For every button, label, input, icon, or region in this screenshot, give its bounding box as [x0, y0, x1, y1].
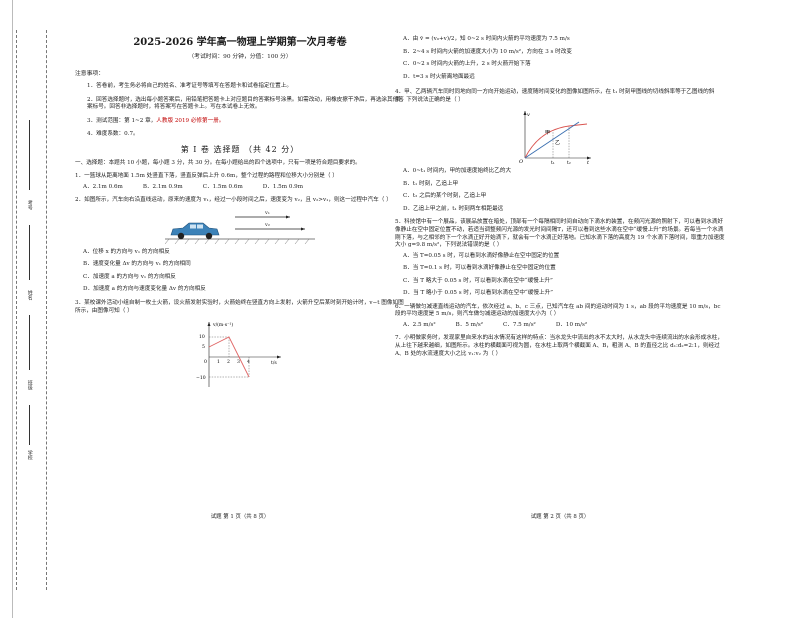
binding-blank-school	[29, 405, 30, 445]
binding-label-name: 姓名	[26, 290, 33, 300]
page-1-footer: 试题 第 1 页（共 8 页）	[210, 514, 270, 520]
question-5: 5．科技馆中有一个展品，该展品放置在暗处，顶部有一个每隔相同时间自动向下滴水的装…	[395, 219, 725, 249]
label-v1: v₁	[264, 210, 270, 216]
question-6-option-b: B．5 m/s²	[455, 321, 483, 328]
question-2-option-a: A．位移 x 的方向与 v₁ 的方向相反	[83, 248, 170, 255]
ground-hatch	[165, 238, 310, 244]
page-2-footer: 试题 第 2 页（共 8 页）	[530, 514, 590, 520]
question-3: 3．某校课外活动小组自制一枚土火箭，设火箭发射实验时，火箭始终在竖直方向上发射，…	[75, 300, 404, 314]
question-1-option-d: D．1.5m 0.9m	[262, 183, 304, 190]
note-4: 4．难度系数：0.7。	[87, 131, 139, 138]
jy-line-yi	[524, 121, 580, 159]
question-5-option-a: A．当 T=0.05 s 时，可以看到水滴好像静止在空中固定的位置	[403, 252, 560, 259]
vt-xlabel: t/s	[271, 360, 277, 366]
question-3-option-c: C．0~2 s 时间内火箭的上升，2 s 时火箭开始下落	[403, 61, 531, 68]
question-2-option-b: B．速度变化量 Δv 的方向与 v₁ 的方向相同	[83, 261, 191, 268]
vt-xtick-3: 3	[237, 359, 240, 365]
binding-blank-exam-number	[29, 120, 30, 190]
vt-ytick-10: 10	[199, 334, 205, 340]
question-3-option-d: D．t=3 s 时火箭离地面最远	[403, 73, 475, 80]
notes-title: 注意事项：	[75, 71, 104, 78]
question-6-options: A．2.5 m/s² B．5 m/s² C．7.5 m/s² D．10 m/s²	[403, 322, 725, 330]
jy-curve-jia	[524, 123, 588, 159]
vt-xtick-4: 4	[247, 359, 250, 365]
question-4-option-b: B．t₁ 时刻，乙追上甲	[403, 180, 459, 187]
question-3-option-a: A．由 v̄ = (v₀+v)/2，知 0~2 s 时间内火箭的平均速度为 7.…	[403, 36, 570, 42]
binding-dashed-line-inner	[46, 30, 47, 590]
exam-subtitle: （考试时间：90 分钟，分值：100 分）	[188, 53, 292, 60]
note-3: 3．测试范围：第 1~2 章，人教版 2019 必修第一册。	[87, 118, 405, 126]
vt-ytick-neg10: −10	[196, 375, 206, 381]
note-3-text: 3．测试范围：第 1~2 章，	[87, 117, 157, 124]
jy-label-yi: 乙	[555, 139, 560, 146]
vt-ylabel: v/(m·s⁻¹)	[212, 321, 233, 328]
question-4: 4．甲、乙两辆汽车同时同地向同一方向开始运动，速度随时间变化的图像如图所示，在 …	[395, 89, 715, 103]
jy-xtick-t1: t₁	[551, 160, 555, 164]
question-1-option-c: C．1.5m 0.6m	[202, 183, 243, 190]
question-5-option-b: B．当 T=0.1 s 时，可以看到水滴好像静止在空中固定的位置	[403, 265, 556, 272]
note-2: 2．回答选择题时，选出每小题答案后，用铅笔把答题卡上对应题目的答案标号涂黑。如需…	[87, 96, 404, 111]
note-1: 1．答卷前，考生务必将自己的姓名、准考证号等填写在答题卡和试卷指定位置上。	[87, 83, 292, 90]
jy-origin: O	[519, 159, 523, 164]
binding-blank-class	[29, 315, 30, 370]
question-4-option-d: D．乙追上甲之前，t₁ 时刻两车相距最远	[403, 205, 504, 212]
question-2: 2．如图所示，汽车向右沿直线运动，原来的速度为 v₁，经过一小段时间之后，速度变…	[75, 197, 392, 204]
binding-label-exam-number: 考号	[26, 200, 33, 210]
vt-xtick-0: 0	[204, 359, 207, 365]
binding-label-school: 学校	[26, 450, 33, 460]
page-1: 2025-2026 学年高一物理上学期第一次月考卷 （考试时间：90 分钟，分值…	[75, 36, 405, 520]
vt-graph-figure: v/(m·s⁻¹) t/s 10 5 −10 0 1 2 3 4	[196, 321, 281, 388]
question-2-option-c: C．加速度 a 的方向与 v₁ 的方向相反	[83, 273, 176, 280]
question-6-option-a: A．2.5 m/s²	[403, 321, 436, 328]
question-1-options: A．2.1m 0.6m B．2.1m 0.9m C．1.5m 0.6m D．1.…	[83, 184, 405, 192]
binding-strip: 考号 姓名 班级 学校	[12, 30, 50, 590]
vt-xtick-1: 1	[217, 359, 220, 365]
question-6: 6．一辆做匀减速直线运动的汽车，依次经过 a、b、c 三点，已知汽车在 ab 间…	[395, 303, 721, 318]
vt-graph-jia-yi-figure: v t O t₁ t₂ 甲 乙	[519, 111, 591, 164]
car-icon	[170, 222, 220, 240]
question-5-option-c: C．当 T 略大于 0.05 s 时，可以看到水滴在空中“缓慢上升”	[403, 277, 553, 284]
binding-label-class: 班级	[26, 380, 33, 390]
binding-blank-name	[29, 225, 30, 280]
jy-ylabel: v	[527, 112, 530, 118]
question-3-option-b: B．2~4 s 时间内火箭的加速度大小为 10 m/s²，方向在 3 s 时改变	[403, 48, 572, 55]
vt-xtick-2: 2	[227, 359, 230, 365]
question-1-option-a: A．2.1m 0.6m	[83, 183, 123, 190]
label-v2: v₂	[264, 222, 270, 228]
page-2: A．由 v̄ = (v₀+v)/2，知 0~2 s 时间内火箭的平均速度为 7.…	[395, 36, 725, 520]
jy-label-jia: 甲	[545, 130, 550, 136]
question-4-option-c: C．t₂ 之后的某个时刻，乙追上甲	[403, 193, 487, 200]
exam-title: 2025-2026 学年高一物理上学期第一次月考卷	[133, 37, 347, 48]
binding-dashed-line-outer	[16, 30, 17, 590]
section-intro: 一、选择题：本题共 10 小题，每小题 3 分，共 30 分。在每小题给出的四个…	[75, 159, 361, 166]
jy-xtick-t2: t₂	[567, 160, 571, 164]
question-5-option-d: D．当 T 略小于 0.05 s 时，可以看到水滴在空中“缓慢上升”	[403, 290, 554, 297]
question-1: 1．一篮球从距离地面 1.5m 处竖直下落，竖直反弹后上升 0.6m，整个过程的…	[75, 173, 338, 180]
question-7: 7．小明做家务时，发现家里自来水的出水情况有这样的特点：当水龙头中流出的水不太大…	[395, 335, 723, 357]
question-4-option-a: A．0~t₁ 时间内，甲的加速度始终比乙的大	[403, 168, 512, 175]
paper-edge	[0, 0, 13, 618]
question-2-option-d: D．加速度 a 的方向与速度变化量 Δv 的方向相反	[83, 286, 206, 293]
question-1-option-b: B．2.1m 0.9m	[142, 183, 183, 190]
section-title: 第 I 卷 选择题 （共 42 分）	[180, 144, 300, 154]
question-6-option-c: C．7.5 m/s²	[502, 321, 536, 328]
note-3-textbook: 人教版 2019 必修第一册。	[156, 117, 225, 124]
jy-xlabel: t	[587, 160, 590, 164]
car-figure: v₁ v₂	[165, 210, 315, 244]
question-6-option-d: D．10 m/s²	[555, 321, 588, 328]
vt-ytick-5: 5	[202, 344, 205, 350]
vt-velocity-line	[208, 336, 250, 378]
